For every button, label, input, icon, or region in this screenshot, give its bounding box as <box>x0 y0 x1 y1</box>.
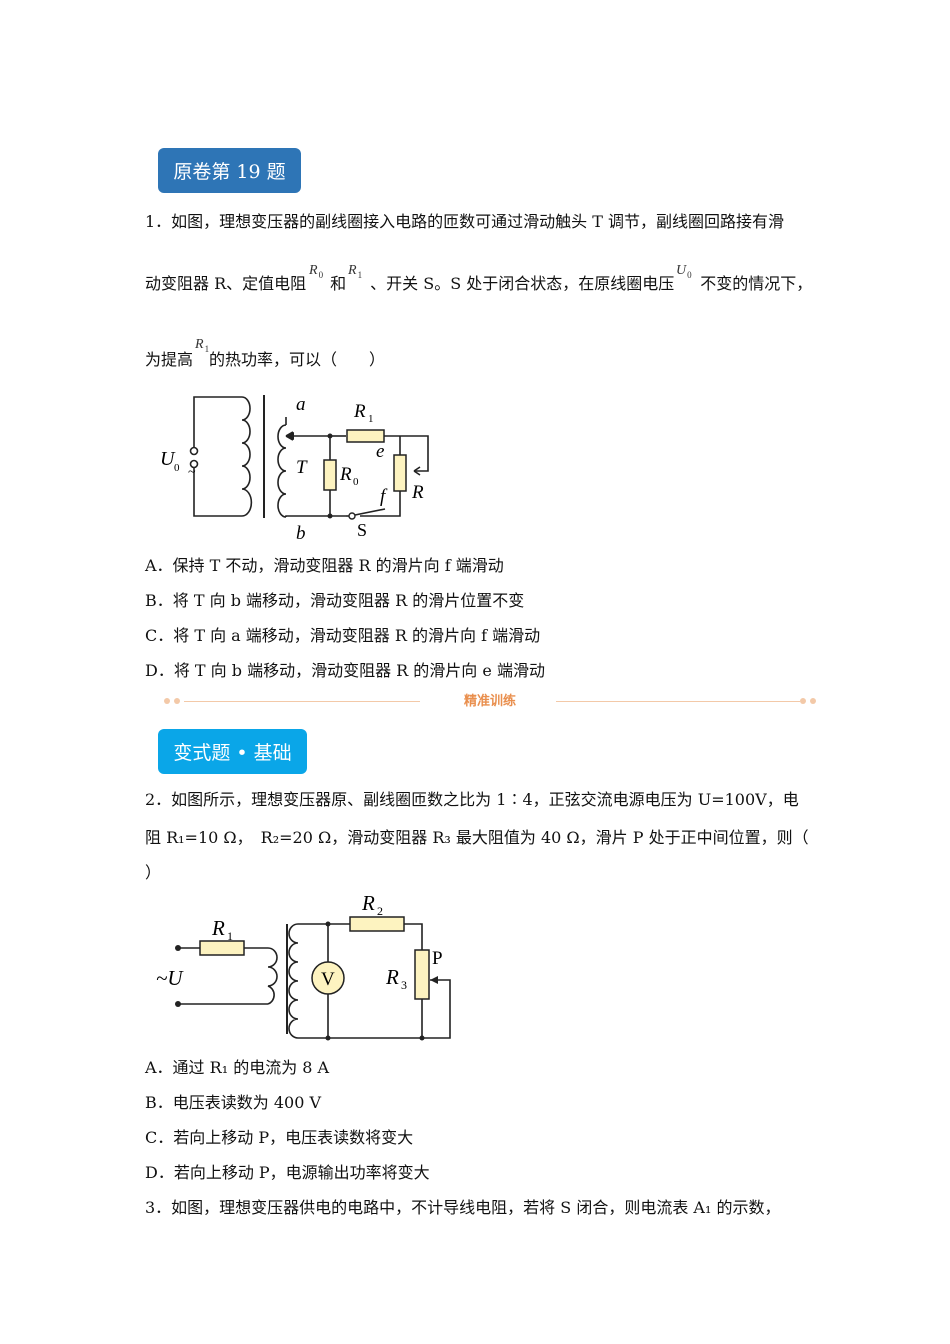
q2-line-2: 阻 R₁=10 Ω， R₂=20 Ω，滑动变阻器 R₃ 最大阻值为 40 Ω，滑… <box>145 828 809 847</box>
q1-line-3-part-a: 为提高 <box>145 350 194 369</box>
fig1-label-U: U <box>160 448 176 470</box>
formula-R1-heat: R1 <box>195 337 210 354</box>
q1-option-c[interactable]: C．将 T 向 a 端移动，滑动变阻器 R 的滑片向 f 端滑动 <box>145 626 541 645</box>
q1-line-2-part-b: 和 <box>330 274 347 293</box>
q1-option-d[interactable]: D．将 T 向 b 端移动，滑动变阻器 R 的滑片向 e 端滑动 <box>145 661 545 680</box>
section-tag-label: 原卷第 19 题 <box>173 161 286 183</box>
fig1-label-tilde: ~ <box>188 465 196 480</box>
fig1-label-R1-sub: 1 <box>368 413 374 425</box>
fig1-label-e: e <box>376 441 384 462</box>
section-divider: 精准训练 <box>160 692 820 712</box>
fig2-label-U: ~U <box>156 966 184 990</box>
q2-line-3: ） <box>145 863 162 882</box>
fig1-label-R: R <box>411 482 424 503</box>
formula-R0: R0 <box>309 263 324 280</box>
q2-option-b[interactable]: B．电压表读数为 400 V <box>145 1093 322 1112</box>
q1-line-1: 1．如图，理想变压器的副线圈接入电路的匝数可通过滑动触头 T 调节，副线圈回路接… <box>145 212 785 231</box>
q1-circuit-figure: U 0 ~ a T R 1 R 0 e f R b S <box>160 394 429 544</box>
fig2-label-R2: R <box>361 891 375 915</box>
fig2-label-R1-sub: 1 <box>227 929 233 943</box>
fig2-label-P: P <box>432 948 443 969</box>
fig2-label-R3: R <box>385 965 399 989</box>
formula-R1: R1 <box>348 263 363 280</box>
fig1-label-b: b <box>296 523 306 544</box>
fig1-label-S: S <box>357 520 367 540</box>
q1-line-3-part-b: 的热功率，可以（ ） <box>209 350 386 369</box>
q1-option-a[interactable]: A．保持 T 不动，滑动变阻器 R 的滑片向 f 端滑动 <box>145 556 504 575</box>
q2-line-1: 2．如图所示，理想变压器原、副线圈匝数之比为 1∶4，正弦交流电源电压为 U=1… <box>145 790 799 809</box>
q2-circuit-figure: V R 1 ~U R 2 R 3 P <box>156 891 451 1041</box>
section-tag-variant-label: 变式题 • 基础 <box>173 742 292 764</box>
q2-option-c[interactable]: C．若向上移动 P，电压表读数将变大 <box>145 1128 414 1147</box>
fig1-label-U-sub: 0 <box>174 462 180 474</box>
fig1-label-T: T <box>296 457 308 478</box>
fig2-voltmeter-label: V <box>321 969 335 990</box>
q1-option-b[interactable]: B．将 T 向 b 端移动，滑动变阻器 R 的滑片位置不变 <box>145 591 525 610</box>
section-tag-variant: 变式题 • 基础 <box>158 729 307 774</box>
fig1-label-R0: R <box>339 464 352 485</box>
formula-U0: U0 <box>676 263 692 280</box>
q1-line-3: 为提高的热功率，可以（ ） <box>145 349 385 371</box>
q3-line-1: 3．如图，理想变压器供电的电路中，不计导线电阻，若将 S 闭合，则电流表 A₁ … <box>145 1198 781 1217</box>
fig2-label-R1: R <box>211 916 225 940</box>
q1-line-2: 动变阻器 R、定值电阻 和 、开关 S。S 处于闭合状态，在原线圈电压 不变的情况下， <box>145 273 812 295</box>
q2-option-d[interactable]: D．若向上移动 P，电源输出功率将变大 <box>145 1163 430 1182</box>
q2-option-a[interactable]: A．通过 R₁ 的电流为 8 A <box>145 1058 330 1077</box>
fig1-label-f: f <box>380 486 388 507</box>
q1-line-2-part-a: 动变阻器 R、定值电阻 <box>145 274 307 293</box>
fig1-label-R1: R <box>353 401 366 422</box>
q1-line-2-part-c: 、开关 S。S 处于闭合状态，在原线圈电压 <box>370 274 675 293</box>
divider-label: 精准训练 <box>463 694 516 709</box>
section-tag-original: 原卷第 19 题 <box>158 148 301 193</box>
fig1-label-R0-sub: 0 <box>353 476 359 488</box>
fig2-label-R2-sub: 2 <box>377 904 383 918</box>
q1-line-2-part-d: 不变的情况下， <box>700 274 813 293</box>
fig1-label-a: a <box>296 394 306 415</box>
fig2-label-R3-sub: 3 <box>401 978 407 992</box>
